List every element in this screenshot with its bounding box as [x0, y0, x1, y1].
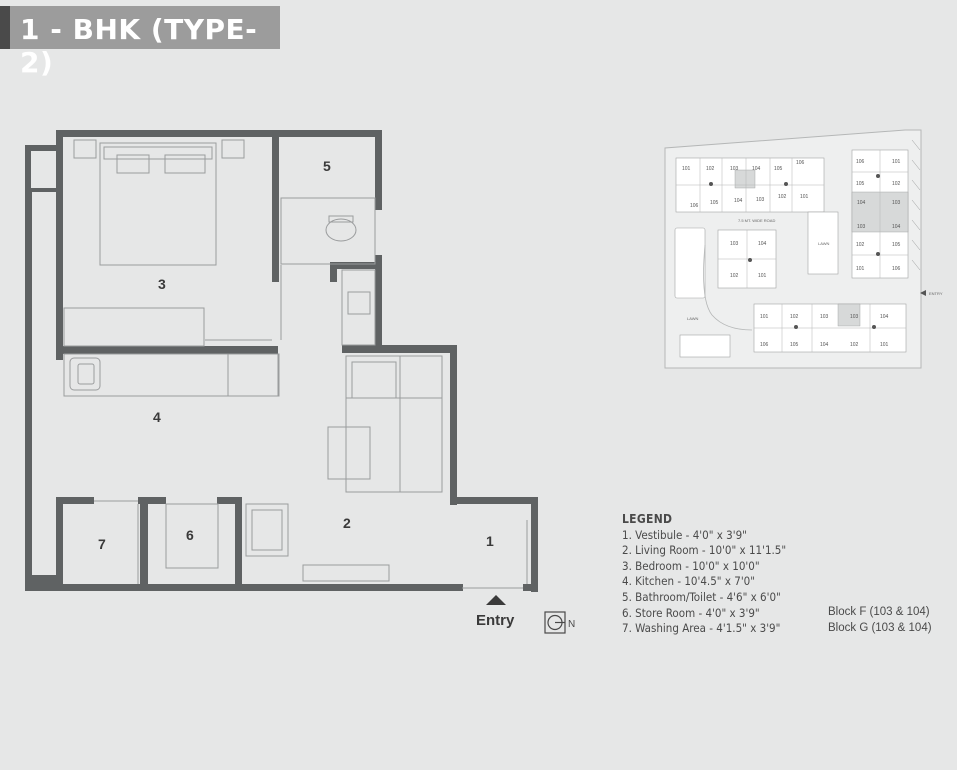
legend-item: 4. Kitchen - 10'4.5" x 7'0" — [622, 574, 755, 589]
page-title: 1 - BHK (TYPE-2) — [20, 13, 258, 79]
room-number-4: 4 — [153, 409, 161, 425]
legend-item: 3. Bedroom - 10'0" x 10'0" — [622, 558, 760, 573]
svg-text:105: 105 — [856, 181, 865, 187]
legend-item: 1. Vestibule - 4'0" x 3'9" — [622, 527, 747, 542]
svg-text:101: 101 — [856, 266, 865, 272]
entry-arrow-icon — [486, 595, 506, 605]
svg-text:104: 104 — [892, 224, 901, 230]
block-item: Block F (103 & 104) — [828, 606, 930, 618]
svg-text:102: 102 — [892, 181, 901, 187]
svg-text:106: 106 — [796, 160, 805, 166]
compass-north-label: N — [568, 619, 575, 630]
svg-text:106: 106 — [856, 159, 865, 165]
svg-text:106: 106 — [760, 342, 769, 348]
svg-text:102: 102 — [790, 314, 799, 320]
svg-text:102: 102 — [856, 242, 865, 248]
legend-item: 5. Bathroom/Toilet - 4'6" x 6'0" — [622, 589, 781, 604]
compass-icon — [544, 611, 566, 634]
svg-text:103: 103 — [730, 166, 739, 172]
block-list: Block F (103 & 104) Block G (103 & 104) — [828, 605, 932, 636]
svg-text:104: 104 — [752, 166, 761, 172]
site-entry-label: ENTRY — [929, 291, 943, 296]
svg-text:103: 103 — [857, 224, 866, 230]
svg-text:103: 103 — [892, 200, 901, 206]
site-lawn-label: LAWN — [818, 241, 830, 246]
svg-text:102: 102 — [706, 166, 715, 172]
legend-item: 7. Washing Area - 4'1.5" x 3'9" — [622, 621, 781, 636]
room-number-6: 6 — [186, 527, 194, 543]
svg-text:105: 105 — [790, 342, 799, 348]
room-number-5: 5 — [323, 158, 331, 174]
svg-text:101: 101 — [880, 342, 889, 348]
svg-text:106: 106 — [690, 203, 699, 209]
site-entry-arrow-icon — [920, 290, 926, 296]
site-lawn-label-2: LAWN — [687, 316, 699, 321]
entry-label: Entry — [476, 612, 515, 629]
svg-text:105: 105 — [710, 200, 719, 206]
legend: LEGEND 1. Vestibule - 4'0" x 3'9" 2. Liv… — [622, 512, 786, 637]
svg-text:103: 103 — [820, 314, 829, 320]
svg-text:102: 102 — [778, 194, 787, 200]
room-number-3: 3 — [158, 276, 166, 292]
svg-text:102: 102 — [730, 273, 739, 279]
svg-text:103: 103 — [730, 241, 739, 247]
svg-text:101: 101 — [758, 273, 767, 279]
walls — [25, 130, 538, 592]
block-item: Block G (103 & 104) — [828, 621, 932, 634]
svg-text:101: 101 — [892, 159, 901, 165]
svg-text:102: 102 — [850, 342, 859, 348]
legend-item: 2. Living Room - 10'0" x 11'1.5" — [622, 543, 787, 558]
furniture — [63, 139, 528, 589]
svg-text:104: 104 — [857, 200, 866, 206]
svg-text:101: 101 — [760, 314, 769, 320]
legend-title: LEGEND — [622, 512, 673, 526]
site-road-label: 7.5 MT. WIDE ROAD — [738, 218, 775, 223]
svg-text:105: 105 — [892, 242, 901, 248]
svg-text:104: 104 — [880, 314, 889, 320]
title-bar: 1 - BHK (TYPE-2) — [0, 6, 280, 79]
svg-text:103: 103 — [756, 197, 765, 203]
site-unit-labels: 101 102 103 104 105 106 106 105 104 103 … — [682, 159, 901, 348]
svg-text:104: 104 — [758, 241, 767, 247]
svg-text:101: 101 — [682, 166, 691, 172]
room-number-1: 1 — [486, 533, 494, 549]
svg-text:106: 106 — [892, 266, 901, 272]
svg-text:103: 103 — [850, 314, 859, 320]
svg-text:104: 104 — [734, 198, 743, 204]
legend-item: 6. Store Room - 4'0" x 3'9" — [622, 605, 760, 620]
room-number-2: 2 — [343, 515, 351, 531]
room-number-7: 7 — [98, 536, 106, 552]
svg-text:104: 104 — [820, 342, 829, 348]
svg-text:101: 101 — [800, 194, 809, 200]
svg-text:105: 105 — [774, 166, 783, 172]
